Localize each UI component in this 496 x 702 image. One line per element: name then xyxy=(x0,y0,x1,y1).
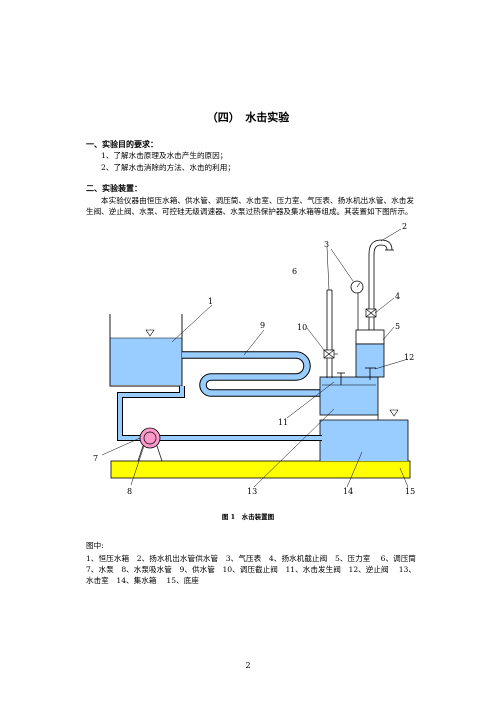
callout-7: 7 xyxy=(93,454,98,463)
base-plate xyxy=(110,460,411,479)
collection-tank xyxy=(320,420,408,461)
callout-10: 10 xyxy=(297,323,307,332)
callout-8: 8 xyxy=(127,487,132,496)
callout-5: 5 xyxy=(395,322,400,331)
callout-11: 11 xyxy=(278,418,288,427)
discharge-valve-icon xyxy=(365,308,377,318)
supply-pipe xyxy=(182,351,322,397)
water-level-marker xyxy=(145,329,155,337)
callout-6: 6 xyxy=(292,267,297,276)
callout-15: 15 xyxy=(405,487,415,496)
callout-3: 3 xyxy=(324,240,329,249)
callout-9: 9 xyxy=(260,321,265,330)
page-title: （四） 水击实验 xyxy=(206,111,290,124)
callout-1: 1 xyxy=(208,297,213,306)
section-heading-apparatus: 二、实验装置： xyxy=(86,183,142,193)
legend-text: 1、恒压水箱 2、扬水机出水管供水管 3、气压表 4、扬水机截止阀 5、压力室 … xyxy=(86,554,424,585)
section-heading-objectives: 一、实验目的要求： xyxy=(86,139,158,149)
figure-caption: 图 1 水击装置图 xyxy=(221,513,275,521)
pump-icon xyxy=(137,427,163,462)
callout-2: 2 xyxy=(402,222,407,231)
page-number: 2 xyxy=(245,661,251,670)
callout-13: 13 xyxy=(247,487,257,496)
objective-item-2: 2、了解水击消除的方法、水击的利用； xyxy=(101,163,235,172)
callout-4: 4 xyxy=(395,292,400,301)
water-hammer-chamber xyxy=(319,376,379,416)
legend-heading: 图中: xyxy=(86,541,104,550)
pressure-chamber xyxy=(355,329,385,345)
constant-head-tank xyxy=(110,338,182,385)
collection-level-marker xyxy=(389,409,399,417)
objective-item-1: 1、了解水击原理及水击产生的原因； xyxy=(101,151,228,160)
leader-lines xyxy=(101,228,409,488)
pump-return-pipe xyxy=(117,386,185,441)
surge-valve-icon xyxy=(323,349,338,359)
callout-12: 12 xyxy=(404,353,414,362)
apparatus-paragraph: 本实验仪器由恒压水箱、供水管、调压筒、水击室、压力室、气压表、扬水机出水管、水击… xyxy=(86,196,414,216)
callout-14: 14 xyxy=(343,487,353,496)
